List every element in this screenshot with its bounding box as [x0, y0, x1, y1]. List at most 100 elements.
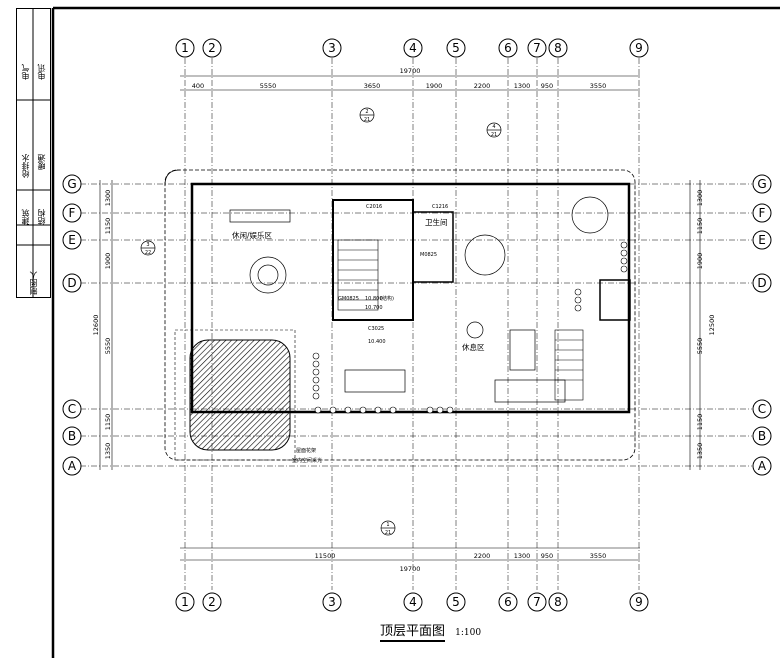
callout-text: 21 [385, 530, 391, 536]
grid-bubble-right [752, 399, 772, 419]
label-c1216: C1216 [432, 204, 448, 210]
label-level-top: 10.800 [365, 296, 383, 302]
dim-bottom: 2200 [474, 552, 491, 560]
grid-bubble-top [548, 38, 568, 58]
dim-top: 3650 [364, 82, 381, 90]
planter-dot [329, 406, 337, 414]
planter-dot [314, 406, 322, 414]
grid-bubble-top-label: 5 [452, 41, 460, 55]
grid-bubble-right-label: A [758, 459, 767, 473]
dim-top: 3550 [590, 82, 607, 90]
dim-top: 950 [541, 82, 553, 90]
label-m0825: M0825 [420, 252, 437, 258]
grid-bubble-bottom-label: 8 [554, 595, 562, 609]
grid-bubble-left-label: E [68, 233, 76, 247]
grid-bubble-bottom [527, 592, 547, 612]
planter-dot [312, 392, 320, 400]
callout-text: 21 [491, 132, 497, 138]
dim-bottom: 1300 [514, 552, 531, 560]
grid-bubble-top-label: 2 [208, 41, 216, 55]
planter-dot [312, 376, 320, 384]
callout-text: 4 [492, 124, 495, 130]
dim-left: 1300 [104, 190, 112, 207]
grid-bubble-right-label: G [757, 177, 766, 191]
grid-bubble-right [752, 273, 772, 293]
grid-bubble-right-label: F [759, 206, 766, 220]
grid-bubble-bottom [629, 592, 649, 612]
grid-bubble-right-label: E [758, 233, 766, 247]
callout-text: 3 [146, 242, 149, 248]
grid-bubble-left-label: G [67, 177, 76, 191]
grid-bubble-right-label: B [758, 429, 766, 443]
grid-bubble-top [322, 38, 342, 58]
dim-top: 5550 [260, 82, 277, 90]
label-roof-note2: 室内空间采光 [292, 457, 322, 464]
grid-bubble-left-label: B [68, 429, 76, 443]
dim-left: 1150 [104, 218, 112, 235]
planter-dot [344, 406, 352, 414]
grid-bubble-right [752, 426, 772, 446]
planter-dot [620, 257, 628, 265]
grid-bubble-top [202, 38, 222, 58]
grid-bubble-bottom [175, 592, 195, 612]
grid-bubble-bottom-label: 3 [328, 595, 336, 609]
planter-dot [620, 249, 628, 257]
grid-bubble-top [403, 38, 423, 58]
grid-bubble-top-label: 4 [409, 41, 417, 55]
label-level-mid: 10.700 [365, 305, 383, 311]
label-c3025: C3025 [368, 326, 384, 332]
grid-bubble-bottom-label: 5 [452, 595, 460, 609]
grid-bubble-bottom [322, 592, 342, 612]
grid-bubble-bottom-label: 4 [409, 595, 417, 609]
planter-dot [436, 406, 444, 414]
dim-left: 1350 [104, 443, 112, 460]
grid-bubble-bottom [202, 592, 222, 612]
grid-bubble-left-label: F [69, 206, 76, 220]
label-bathroom: 卫生间 [425, 217, 448, 227]
grid-bubble-top-label: 3 [328, 41, 336, 55]
grid-bubble-right [752, 174, 772, 194]
dim-right: 5550 [696, 338, 704, 355]
grid-bubble-left-label: A [68, 459, 77, 473]
dim-right: 1900 [696, 253, 704, 270]
grid-bubble-bottom-label: 1 [181, 595, 189, 609]
dim-top: 400 [192, 82, 204, 90]
grid-bubble-top-label: 6 [504, 41, 512, 55]
grid-bubble-top-label: 7 [533, 41, 541, 55]
label-level-cn: (结构) [380, 295, 394, 302]
planter-dot [312, 360, 320, 368]
grid-bubble-bottom-label: 2 [208, 595, 216, 609]
drawing-title-block: 顶层平面图 1:100 [380, 620, 481, 642]
grid-bubble-right [752, 456, 772, 476]
dim-right: 1350 [696, 443, 704, 460]
planter-dot [574, 304, 582, 312]
grid-bubble-bottom-label: 6 [504, 595, 512, 609]
grid-bubble-left [62, 426, 82, 446]
dim-total-left: 12600 [92, 315, 100, 336]
grid-bubble-right-label: C [758, 402, 766, 416]
grid-bubble-left [62, 273, 82, 293]
grid-bubble-bottom-label: 7 [533, 595, 541, 609]
grid-bubble-left-label: C [68, 402, 76, 416]
grid-bubble-left-label: D [67, 276, 76, 290]
planter-dot [374, 406, 382, 414]
callout-text: 1 [386, 522, 389, 528]
planter-dot [426, 406, 434, 414]
grid-bubble-left [62, 230, 82, 250]
grid-bubble-left [62, 203, 82, 223]
callout-text: 21 [364, 117, 370, 123]
grid-bubble-right-label: D [757, 276, 766, 290]
grid-bubble-top [498, 38, 518, 58]
grid-bubble-right [752, 203, 772, 223]
planter-dot [312, 384, 320, 392]
callout-text: 2 [365, 109, 368, 115]
grid-bubble-top [175, 38, 195, 58]
planter-dot [312, 368, 320, 376]
planter-dot [574, 296, 582, 304]
dim-left: 5550 [104, 338, 112, 355]
dim-bottom: 3550 [590, 552, 607, 560]
planter-dot [574, 288, 582, 296]
planter-dot [389, 406, 397, 414]
label-leisure-top: 休闲/娱乐区 [232, 230, 273, 240]
